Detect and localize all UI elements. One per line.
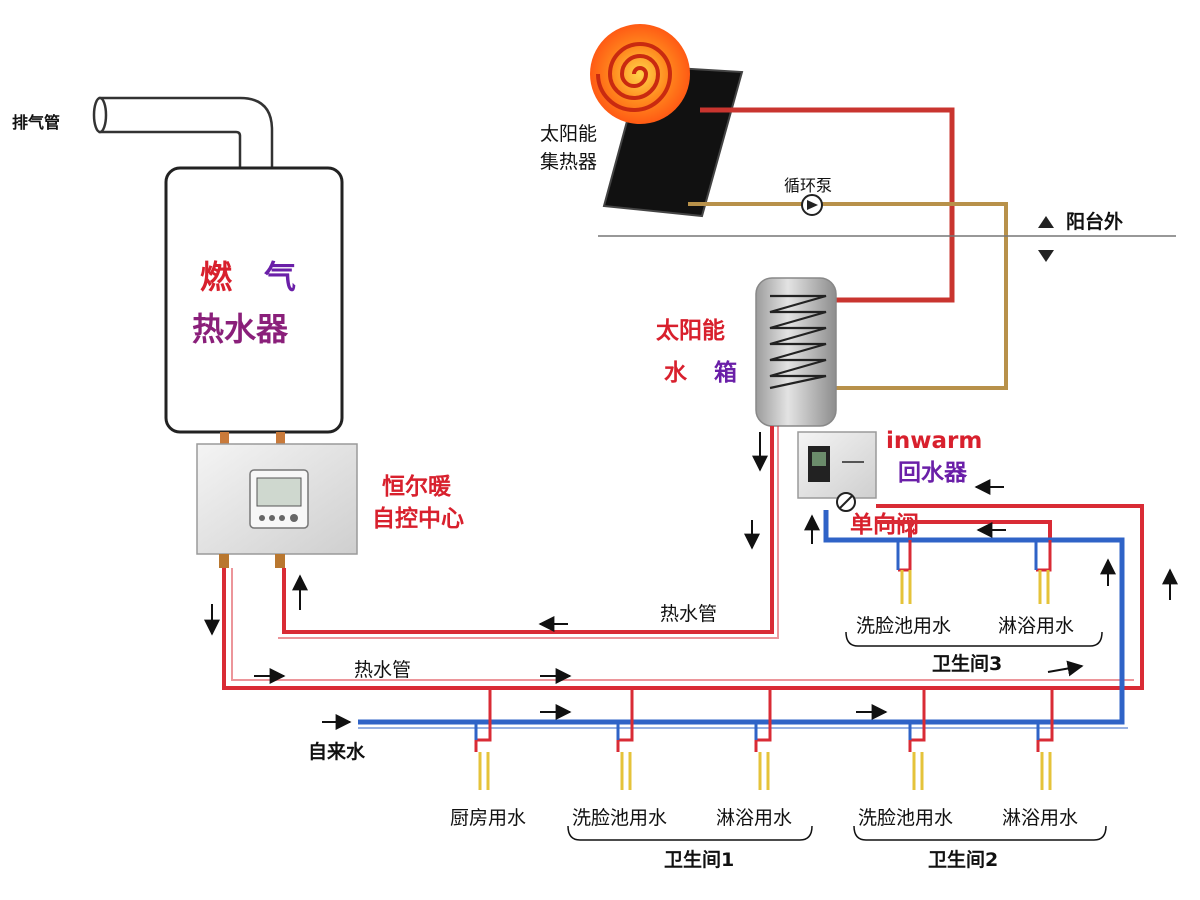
bathroom-1-bracket <box>567 825 813 841</box>
washbasin-1-label: 洗脸池用水 <box>572 807 667 829</box>
control-center-box <box>196 443 358 555</box>
bathroom-1-label: 卫生间1 <box>664 848 734 871</box>
shower-3-label: 淋浴用水 <box>998 615 1074 637</box>
exhaust-pipe-label: 排气管 <box>12 113 60 132</box>
hot-water-pipe-label-lower: 热水管 <box>354 659 411 681</box>
gas-water-heater <box>164 166 344 434</box>
heater-label-line-2: 热水器 <box>192 310 289 348</box>
control-center-label-line-1: 恒尔暖 <box>382 473 452 500</box>
washbasin-2-label: 洗脸池用水 <box>858 807 953 829</box>
heater-label-char-2: 气 <box>264 258 296 296</box>
inwarm-label: inwarm <box>886 428 982 454</box>
circulation-pump-label: 循环泵 <box>784 176 832 195</box>
control-center-label-line-2: 自控中心 <box>372 505 464 532</box>
solar-return-loop <box>688 202 1008 390</box>
sun-icon <box>590 24 690 124</box>
washbasin-3-label: 洗脸池用水 <box>856 615 951 637</box>
exhaust-pipe-icon <box>92 96 274 172</box>
balcony-outside-label: 阳台外 <box>1066 210 1123 233</box>
bathroom-3-label: 卫生间3 <box>932 652 1002 675</box>
triangle-down-icon <box>1038 250 1054 262</box>
solar-tank-label-line-1: 太阳能 <box>656 317 725 344</box>
hot-pipe-main-run <box>222 504 1144 690</box>
kitchen-label: 厨房用水 <box>450 807 526 829</box>
bathroom-2-bracket <box>853 825 1107 841</box>
solar-collector-label-line-2: 集热器 <box>540 151 597 173</box>
check-valve-label: 单向阀 <box>850 511 919 538</box>
hot-pipe-bathroom-3 <box>876 520 1052 540</box>
return-device-box <box>797 431 877 499</box>
tap-water-label: 自来水 <box>308 740 366 763</box>
solar-tank-label-char-2: 箱 <box>714 359 737 386</box>
hot-pipe-tank-to-control <box>282 426 774 634</box>
solar-tank-label-char-1: 水 <box>664 360 688 386</box>
branch-drops-lower <box>474 688 1054 790</box>
shower-1-label: 淋浴用水 <box>716 807 792 829</box>
solar-collector-label-line-1: 太阳能 <box>540 123 597 145</box>
flow-arrows <box>204 432 1178 730</box>
bathroom-3-bracket <box>845 631 1103 647</box>
triangle-up-icon <box>1038 216 1054 228</box>
shower-2-label: 淋浴用水 <box>1002 807 1078 829</box>
bathroom-2-label: 卫生间2 <box>928 848 998 871</box>
circulation-pump-icon <box>801 194 823 216</box>
return-device-label: 回水器 <box>898 460 968 486</box>
cold-pipe-main-run <box>358 510 1125 725</box>
check-valve-icon <box>836 492 856 512</box>
heater-label-char-1: 燃 <box>200 258 233 296</box>
solar-water-tank <box>755 277 837 427</box>
branch-drops-upper <box>896 540 1052 604</box>
hot-water-pipe-label-upper: 热水管 <box>660 603 717 625</box>
